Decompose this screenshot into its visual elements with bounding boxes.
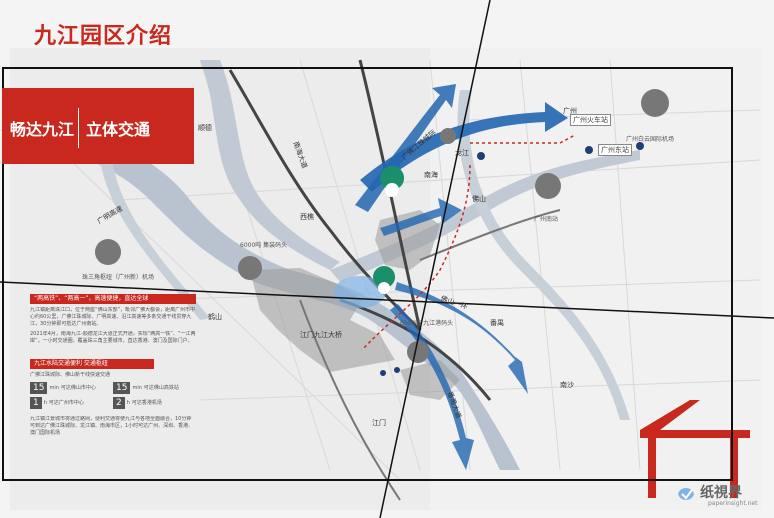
stat-text: 可达佛山高铁站 — [143, 384, 179, 391]
place-heshan: 鹤山 — [208, 313, 222, 321]
stat-text: 可达广州市中心 — [48, 399, 84, 406]
transit-nodes — [380, 142, 644, 376]
gz-south-marker — [535, 173, 561, 199]
place-nansha: 南沙 — [560, 381, 574, 389]
stat-unit: min — [49, 385, 59, 391]
frame-rect — [2, 67, 733, 481]
crane-illustration — [640, 400, 750, 498]
baiyun-marker — [641, 89, 669, 117]
stat-unit: h — [43, 400, 47, 406]
info-sub-2: 广佛江珠城际、佛山新干线快速交通 — [30, 372, 111, 378]
callout-gz-south: 广州南站 — [534, 216, 559, 223]
airport-marker — [95, 239, 121, 265]
route-jiangmen: 江门九江大桥 — [300, 331, 342, 339]
green-pins — [373, 166, 405, 318]
banner-block — [2, 88, 194, 164]
stat-num: 15 — [113, 382, 131, 394]
stat-num: 15 — [30, 382, 48, 394]
station-marker — [440, 128, 456, 144]
place-panyu: 番禺 — [490, 319, 504, 327]
info-para-1: 九江镇距离珠江口，位于两座“佛山东部”，毗邻广佛大都会，距离广州市中心约60公里… — [30, 307, 196, 327]
port-marker-right — [407, 341, 429, 363]
highways — [299, 209, 561, 501]
callout-baiyun: 广州白云国际机场 — [626, 136, 675, 143]
info-foot: 九江镇江景城市将通过路网，便利交通将使九江与各地全面融合，10分钟可到达广佛江珠… — [30, 416, 194, 436]
page-title: 九江园区介绍 — [34, 24, 173, 49]
callout-airport: 珠三角枢纽（广州新）机场 — [82, 274, 155, 281]
overlay-line-horizontal — [0, 281, 774, 319]
red-dashed-routes — [361, 134, 576, 351]
stat-num: 1 — [30, 397, 42, 409]
stat-text: 可达佛山市中心 — [60, 384, 96, 391]
place-shunde: 顺德 — [198, 124, 212, 132]
stat-unit: min — [132, 385, 142, 391]
place-longjiang: 龙江 — [455, 149, 469, 157]
place-foshan: 佛山 — [472, 195, 486, 203]
watermark-url: paperinsight.net — [708, 500, 758, 507]
info-para-2: 2021年4月，南海九江-顺德龙江大道正式开通，实现“两高一铁”、“一江两岸”，… — [30, 331, 196, 344]
place-guangzhou: 广州 — [563, 107, 577, 115]
stat-unit: h — [126, 400, 130, 406]
place-nanhai: 南海 — [424, 171, 438, 179]
callout-port-right: 6000吨 九江港码头 — [400, 320, 454, 327]
stat-num: 2 — [113, 397, 125, 409]
river-branch-north — [200, 60, 340, 270]
callout-gz-station: 广州火车站 — [570, 114, 611, 126]
callout-gz-east: 广州东站 — [598, 144, 632, 156]
banner-right-text: 立体交通 — [86, 120, 151, 139]
place-jiangmen: 江门 — [372, 419, 386, 427]
paperinsight-logo-icon — [676, 484, 696, 504]
callout-port-left: 6000吨 集装码头 — [240, 242, 288, 249]
info-head-1: “两高铁”、“两高一”，高速便捷，直达全球 — [30, 294, 196, 304]
info-panel: “两高铁”、“两高一”，高速便捷，直达全球 九江镇距离珠江口，位于两座“佛山东部… — [30, 294, 196, 438]
place-xiqiao: 西樵 — [300, 213, 314, 221]
watermark-brand: 纸視界 — [700, 485, 742, 501]
river-branch-nansha — [457, 90, 630, 420]
jiujiang-zone — [250, 268, 395, 372]
port-marker-left — [238, 256, 262, 280]
banner-divider — [78, 108, 79, 148]
stat-text: 可达香港机场 — [131, 399, 162, 406]
overlay-line-diagonal — [379, 0, 491, 518]
river-west — [100, 160, 210, 320]
info-head-2: 九江水陆交通便利 交通枢纽 — [30, 359, 154, 369]
banner-left-text: 畅达九江 — [10, 120, 75, 139]
